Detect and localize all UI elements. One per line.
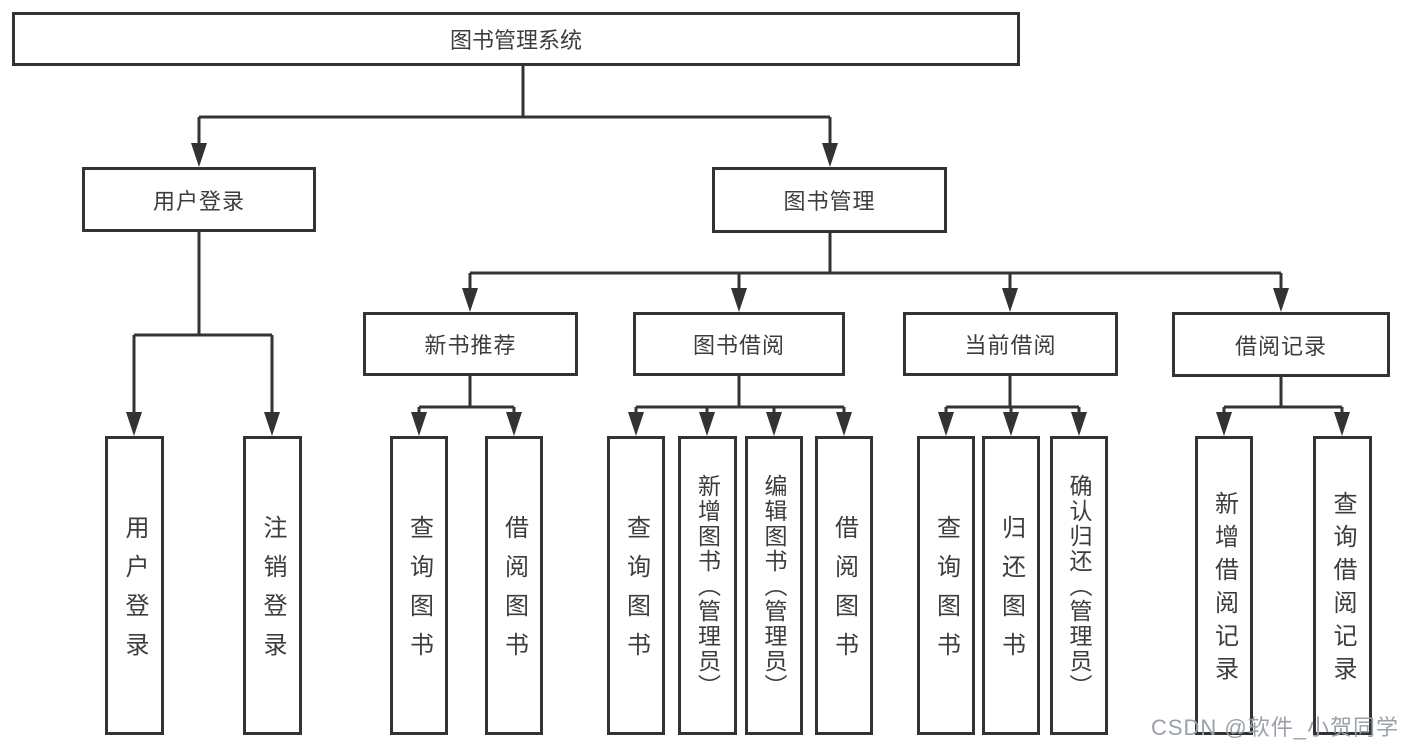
node-new-book-recommend-label: 新书推荐 bbox=[424, 333, 517, 358]
leaf-confirm-return-admin: 确认归还（管理员） bbox=[1050, 436, 1108, 735]
leaf-borrow-books-recommend: 借阅图书 bbox=[485, 436, 543, 735]
csdn-watermark: CSDN @软件_小贺同学 bbox=[1150, 715, 1399, 740]
leaf-query-books-recommend: 查询图书 bbox=[390, 436, 448, 735]
leaf-add-borrow-record-label: 新增借阅记录 bbox=[1210, 491, 1238, 689]
leaf-add-book-admin: 新增图书（管理员） bbox=[678, 436, 737, 735]
node-current-borrow: 当前借阅 bbox=[903, 312, 1118, 376]
leaf-return-books-label: 归还图书 bbox=[997, 515, 1025, 671]
leaf-logout: 注销登录 bbox=[243, 436, 302, 735]
node-borrow-records-label: 借阅记录 bbox=[1234, 333, 1327, 359]
leaf-add-book-admin-label: 新增图书（管理员） bbox=[694, 474, 721, 699]
node-book-management-label: 图书管理 bbox=[783, 189, 876, 214]
node-user-login-label: 用户登录 bbox=[152, 188, 245, 214]
node-current-borrow-label: 当前借阅 bbox=[964, 333, 1057, 358]
leaf-logout-label: 注销登录 bbox=[259, 515, 286, 671]
connector-paths bbox=[132, 66, 1344, 416]
leaf-user-login-label: 用户登录 bbox=[121, 515, 148, 671]
node-book-borrow: 图书借阅 bbox=[633, 312, 845, 376]
leaf-borrow-books-recommend-label: 借阅图书 bbox=[500, 515, 528, 671]
leaf-query-borrow-record-label: 查询借阅记录 bbox=[1329, 491, 1356, 689]
node-user-login: 用户登录 bbox=[82, 167, 316, 232]
leaf-edit-book-admin-label: 编辑图书（管理员） bbox=[761, 474, 787, 699]
node-book-management: 图书管理 bbox=[712, 167, 947, 233]
leaf-query-books-current: 查询图书 bbox=[917, 436, 975, 735]
node-root-label: 图书管理系统 bbox=[449, 28, 582, 53]
node-new-book-recommend: 新书推荐 bbox=[363, 312, 578, 376]
leaf-query-borrow-record: 查询借阅记录 bbox=[1313, 436, 1372, 735]
leaf-return-books: 归还图书 bbox=[982, 436, 1040, 735]
arrowheads bbox=[126, 143, 1350, 436]
leaf-query-books-current-label: 查询图书 bbox=[932, 515, 960, 671]
leaf-edit-book-admin: 编辑图书（管理员） bbox=[745, 436, 803, 735]
leaf-confirm-return-admin-label: 确认归还（管理员） bbox=[1066, 474, 1092, 699]
leaf-add-borrow-record: 新增借阅记录 bbox=[1195, 436, 1253, 735]
leaf-borrow-books: 借阅图书 bbox=[815, 436, 873, 735]
node-book-borrow-label: 图书借阅 bbox=[692, 333, 785, 358]
node-root: 图书管理系统 bbox=[12, 12, 1020, 66]
leaf-user-login: 用户登录 bbox=[105, 436, 164, 735]
leaf-query-books-recommend-label: 查询图书 bbox=[405, 515, 433, 671]
leaf-query-books-borrow: 查询图书 bbox=[607, 436, 665, 735]
leaf-query-books-borrow-label: 查询图书 bbox=[622, 515, 650, 671]
node-borrow-records: 借阅记录 bbox=[1172, 312, 1390, 377]
leaf-borrow-books-label: 借阅图书 bbox=[830, 515, 858, 671]
